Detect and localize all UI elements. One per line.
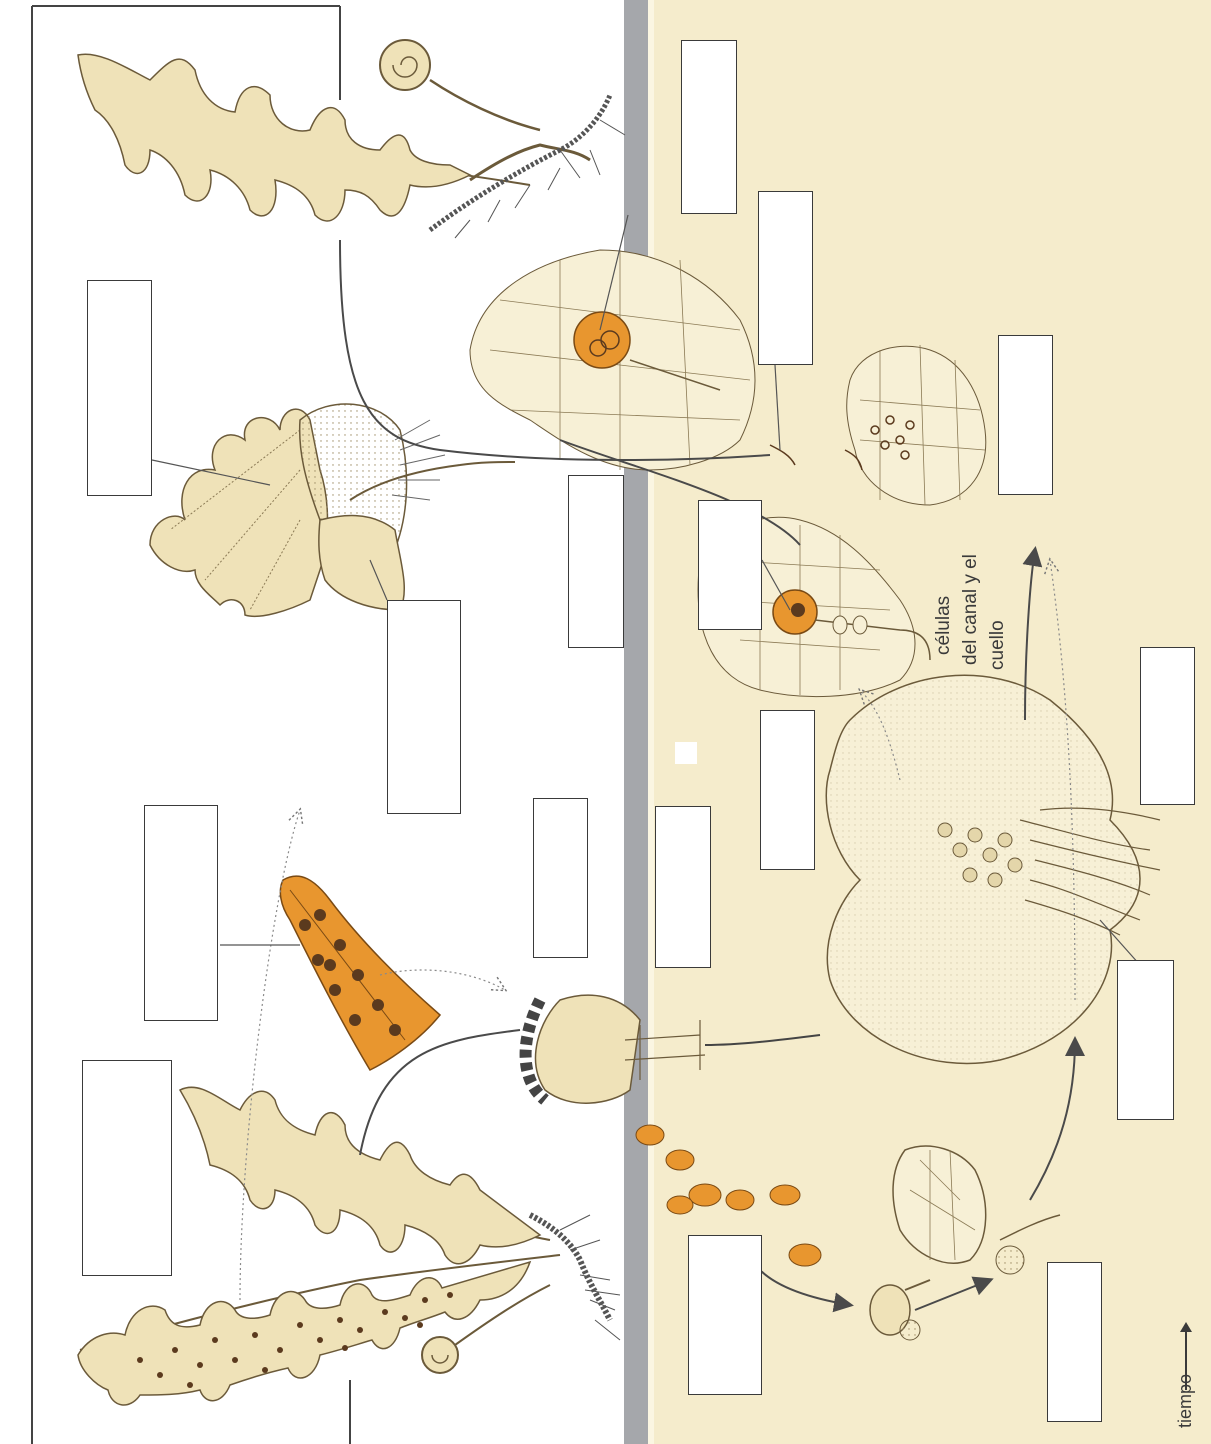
- label-box-gametophyte-left[interactable]: [87, 280, 152, 496]
- label-box-archegonium[interactable]: [760, 710, 815, 870]
- label-box-zygote-left[interactable]: [568, 475, 624, 648]
- label-box-sporophyte-young[interactable]: [387, 600, 461, 814]
- time-axis-arrowhead-icon: [1180, 1322, 1192, 1332]
- label-box-pinna[interactable]: [144, 805, 218, 1021]
- time-axis-arrow: [1185, 1330, 1187, 1390]
- label-box-sporangium[interactable]: [533, 798, 588, 958]
- annotation-canal-neck-cells-3: cuello: [987, 620, 1009, 670]
- label-box-germination[interactable]: [1047, 1262, 1102, 1422]
- label-box-rhizoids[interactable]: [1140, 647, 1195, 805]
- label-box-antheridium[interactable]: [998, 335, 1053, 495]
- label-box-spores[interactable]: [688, 1235, 762, 1395]
- label-box-zygote[interactable]: [681, 40, 737, 214]
- label-box-mature-sporophyte[interactable]: [82, 1060, 172, 1276]
- label-box-meiosis[interactable]: [655, 806, 711, 968]
- label-box-sperm[interactable]: [758, 191, 813, 365]
- annotation-canal-neck-cells-1: células: [933, 596, 955, 655]
- annotation-canal-neck-cells-2: del canal y el: [960, 554, 982, 665]
- label-box-egg[interactable]: [698, 500, 762, 630]
- divider-light-strip: [648, 0, 654, 1444]
- label-box-prothallus[interactable]: [1117, 960, 1174, 1120]
- small-marker: [675, 742, 697, 764]
